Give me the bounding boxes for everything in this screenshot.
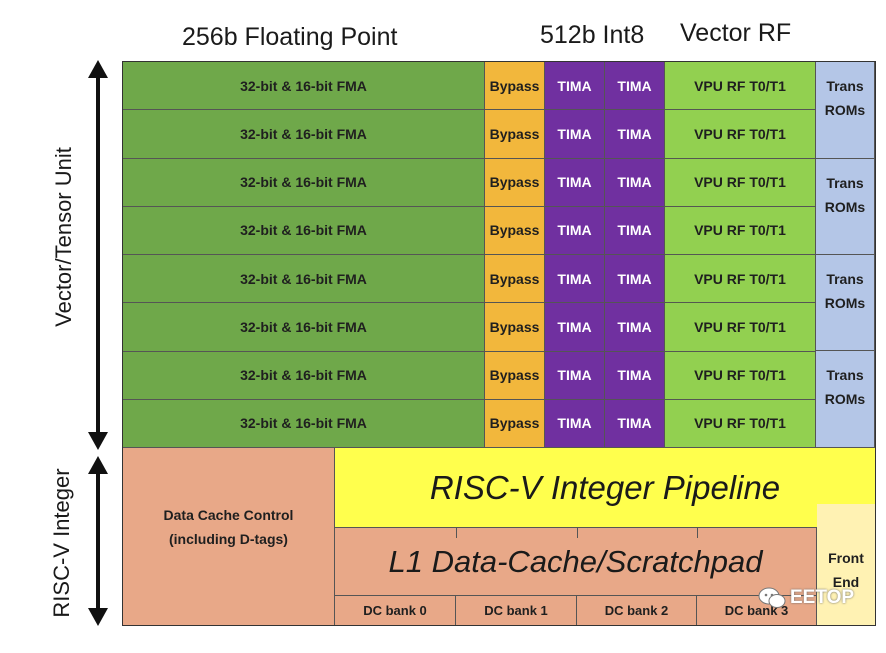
dc-bank: DC bank 1 [456,596,577,625]
tima-cell: TIMA [545,303,605,352]
tima-cell: TIMA [545,206,605,255]
vpu-rf-cell: VPU RF T0/T1 [665,62,816,111]
vpu-rf-cell: VPU RF T0/T1 [665,351,816,400]
tima-cell: TIMA [545,110,605,159]
vpu-rf-cell: VPU RF T0/T1 [665,158,816,207]
tima-cell: TIMA [545,62,605,111]
riscv-integer-pipeline: RISC-V Integer Pipeline [335,448,875,528]
fma-cell: 32-bit & 16-bit FMA [123,303,485,352]
tima-cell: TIMA [545,255,605,304]
watermark: EETOP [758,587,854,609]
bank-tick [577,528,578,538]
bypass-cell: Bypass [485,110,545,159]
tima-cell: TIMA [605,303,665,352]
data-cache-control: Data Cache Control(including D-tags) [123,448,335,625]
dc-bank: DC bank 0 [335,596,456,625]
dc-bank: DC bank 2 [577,596,697,625]
tima-cell: TIMA [605,399,665,448]
header-vector-rf: Vector RF [680,19,792,47]
vector-tensor-label: Vector/Tensor Unit [51,147,76,327]
bypass-cell: Bypass [485,62,545,111]
l1-data-cache: L1 Data-Cache/Scratchpad [335,528,817,596]
bypass-cell: Bypass [485,255,545,304]
bypass-cell: Bypass [485,303,545,352]
bypass-cell: Bypass [485,351,545,400]
fma-cell: 32-bit & 16-bit FMA [123,62,485,111]
fma-cell: 32-bit & 16-bit FMA [123,351,485,400]
tima-cell: TIMA [545,399,605,448]
tima-cell: TIMA [605,255,665,304]
tima-cell: TIMA [545,158,605,207]
fma-cell: 32-bit & 16-bit FMA [123,158,485,207]
tima-cell: TIMA [605,110,665,159]
vpu-rf-cell: VPU RF T0/T1 [665,255,816,304]
bypass-cell: Bypass [485,206,545,255]
bank-tick [697,528,698,538]
bypass-cell: Bypass [485,158,545,207]
tima-cell: TIMA [605,62,665,111]
fma-cell: 32-bit & 16-bit FMA [123,255,485,304]
fma-cell: 32-bit & 16-bit FMA [123,399,485,448]
header-floating-point: 256b Floating Point [182,23,398,51]
wechat-icon [758,587,786,608]
bypass-cell: Bypass [485,399,545,448]
vpu-rf-cell: VPU RF T0/T1 [665,110,816,159]
vpu-rf-cell: VPU RF T0/T1 [665,399,816,448]
bank-tick [456,528,457,538]
riscv-integer-label: RISC-V Integer [49,468,74,618]
fma-cell: 32-bit & 16-bit FMA [123,110,485,159]
fma-cell: 32-bit & 16-bit FMA [123,206,485,255]
tima-cell: TIMA [605,206,665,255]
vpu-rf-cell: VPU RF T0/T1 [665,303,816,352]
riscv-integer-arrow [88,456,108,626]
header-int8: 512b Int8 [540,21,645,49]
side-arrows [88,60,108,626]
tima-cell: TIMA [605,351,665,400]
tima-cell: TIMA [545,351,605,400]
watermark-text: EETOP [790,587,855,608]
vpu-rf-cell: VPU RF T0/T1 [665,206,816,255]
tima-cell: TIMA [605,158,665,207]
vector-tensor-arrow [88,60,108,450]
